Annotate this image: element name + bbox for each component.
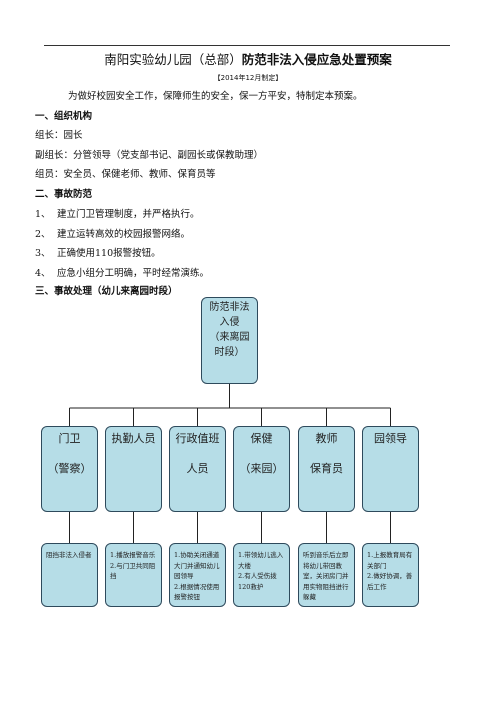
task-line: 2.根据情况使用报警按钮 xyxy=(174,582,220,602)
task-line: 2.与门卫共同阻挡 xyxy=(110,561,156,581)
section-heading-1: 一、组织机构 xyxy=(35,111,93,122)
task-line: 1.播放报警音乐 xyxy=(110,551,156,559)
task-line: 1.协助关闭通道大门并通知幼儿园领导 xyxy=(174,551,220,580)
header-rule xyxy=(44,45,450,46)
root-line: 入侵 xyxy=(219,317,240,328)
chart-root-box: 防范非法 入侵 （来离园 时段） xyxy=(201,297,258,384)
document-title: 南阳实验幼儿园（总部）防范非法入侵应急处置预案 xyxy=(0,52,496,68)
role-box-guard: 门卫 （警察） xyxy=(41,426,98,512)
role-line: 保健 xyxy=(250,432,273,445)
root-line: （来离园 xyxy=(209,332,250,343)
task-box-guard: 阻挡非法入侵者 xyxy=(41,543,98,607)
role-line: 门卫 xyxy=(58,432,81,445)
task-box-leader: 1.上报教育局有关部门 2.做好协调，善后工作 xyxy=(362,543,419,607)
task-box-duty-staff: 1.播放报警音乐 2.与门卫共同阻挡 xyxy=(105,543,162,607)
task-line: 2.有人受伤拨120救护 xyxy=(238,572,277,591)
list-item: 4、应急小组分工明确，平时经常演练。 xyxy=(35,267,209,280)
role-box-admin-duty: 行政值班 人员 xyxy=(169,426,226,512)
list-item: 3、正确使用110报警按钮。 xyxy=(35,247,161,260)
list-item: 1、建立门卫管理制度，并严格执行。 xyxy=(35,208,200,221)
root-line: 防范非法 xyxy=(209,302,250,313)
role-line: 教师 xyxy=(315,432,338,445)
role-line: 园领导 xyxy=(374,432,407,445)
task-line: 1.上报教育局有关部门 xyxy=(367,551,413,570)
section-heading-2: 二、事故防范 xyxy=(35,189,93,200)
task-box-teacher: 听到音乐后立即将幼儿带回教室，关闭房门并用实物阻挡进行躲藏 xyxy=(298,543,355,607)
role-line: （警察） xyxy=(47,462,92,475)
role-line: 行政值班 xyxy=(175,432,220,445)
task-box-health: 1.带领幼儿逃入大楼 2.有人受伤拨120救护 xyxy=(233,543,290,607)
list-item: 2、建立运转高效的校园报警网络。 xyxy=(35,228,190,241)
task-line: 2.做好协调，善后工作 xyxy=(367,572,413,591)
document-date: 【2014年12月制定】 xyxy=(213,74,283,82)
list-text: 建立运转高效的校园报警网络。 xyxy=(57,229,191,240)
list-text: 建立门卫管理制度，并严格执行。 xyxy=(57,209,200,220)
role-line: 执勤人员 xyxy=(111,432,156,445)
task-line: 1.带领幼儿逃入大楼 xyxy=(238,551,284,570)
section1-line: 组长：园长 xyxy=(35,130,83,141)
task-box-admin-duty: 1.协助关闭通道大门并通知幼儿园领导 2.根据情况使用报警按钮 xyxy=(169,543,226,607)
title-bold: 防范非法入侵应急处置预案 xyxy=(241,52,392,67)
list-text: 应急小组分工明确，平时经常演练。 xyxy=(57,268,210,279)
role-box-leader: 园领导 xyxy=(362,426,419,512)
role-box-duty-staff: 执勤人员 xyxy=(105,426,162,512)
task-line: 听到音乐后立即将幼儿带回教室，关闭房门并用实物阻挡进行躲藏 xyxy=(303,551,349,601)
list-number: 2、 xyxy=(35,229,51,240)
task-line: 阻挡非法入侵者 xyxy=(46,551,92,559)
role-line: 人员 xyxy=(186,462,209,475)
role-line: （来园） xyxy=(239,462,284,475)
section1-line: 组员：安全员、保健老师、教师、保育员等 xyxy=(35,169,216,180)
list-number: 1、 xyxy=(35,209,51,220)
section-heading-3: 三、事故处理（幼儿来离园时段） xyxy=(35,286,178,297)
list-number: 3、 xyxy=(35,248,51,259)
root-line: 时段） xyxy=(214,347,245,358)
role-line: 保育员 xyxy=(310,462,343,475)
role-box-health: 保健 （来园） xyxy=(233,426,290,512)
intro-paragraph: 为做好校园安全工作，保障师生的安全，保一方平安，特制定本预案。 xyxy=(68,91,363,102)
title-normal: 南阳实验幼儿园（总部） xyxy=(104,52,242,67)
role-box-teacher: 教师 保育员 xyxy=(298,426,355,512)
section1-line: 副组长：分管领导（党支部书记、副园长或保教助理） xyxy=(35,150,264,161)
list-text: 正确使用110报警按钮。 xyxy=(57,248,161,259)
list-number: 4、 xyxy=(35,268,51,279)
